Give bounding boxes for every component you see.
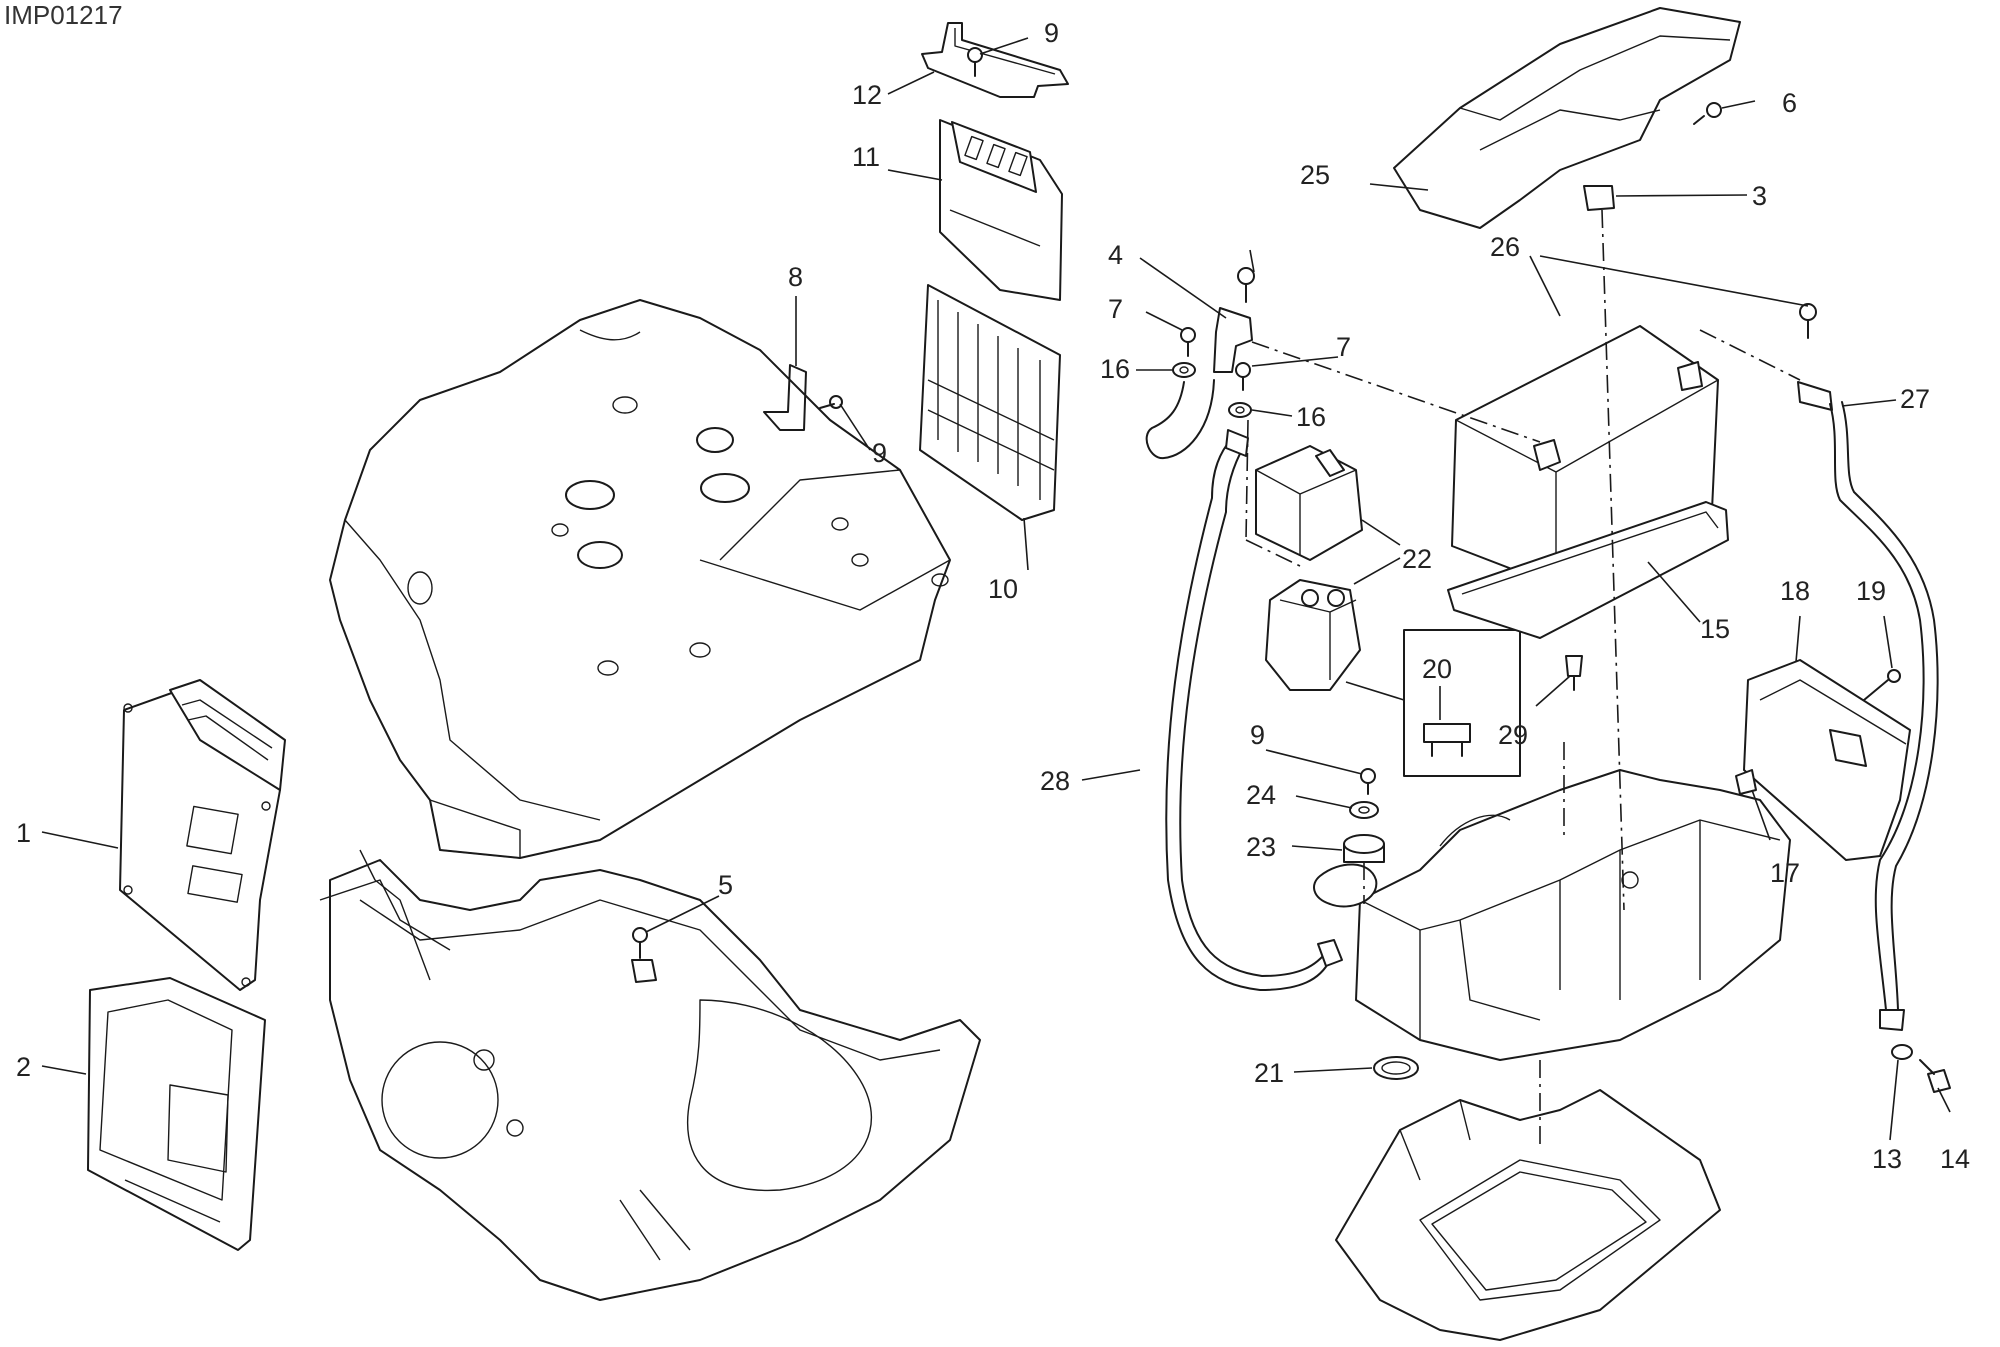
callout-26: 26 xyxy=(1490,232,1520,262)
callout-20: 20 xyxy=(1422,654,1452,684)
part-4-terminal-bracket xyxy=(1213,307,1253,373)
callout-27: 27 xyxy=(1900,384,1930,414)
callout-1: 1 xyxy=(16,818,31,848)
callout-9-clip: 9 xyxy=(872,438,887,468)
part-8-clip xyxy=(763,364,807,431)
callout-4: 4 xyxy=(1108,240,1123,270)
part-24-washer xyxy=(1349,801,1379,819)
part-20-fuse-box xyxy=(1345,629,1521,777)
drawing-code: IMP01217 xyxy=(4,0,123,30)
callout-15: 15 xyxy=(1700,614,1730,644)
callout-14: 14 xyxy=(1940,1144,1970,1174)
part-10-ecu-holder xyxy=(919,284,1061,521)
callout-22: 22 xyxy=(1402,544,1432,574)
callout-7-left: 7 xyxy=(1108,294,1123,324)
callout-labels: 1 2 3 4 5 6 7 7 8 9 9 9 10 11 12 13 14 1… xyxy=(16,18,1970,1174)
part-3-nut xyxy=(1583,185,1615,211)
part-15-battery-tray xyxy=(1447,501,1729,639)
callout-11: 11 xyxy=(852,142,880,172)
part-9-screw-mount xyxy=(1360,768,1376,795)
part-26-screw-left xyxy=(1237,267,1255,303)
callout-16-right: 16 xyxy=(1296,402,1326,432)
callout-9-top: 9 xyxy=(1044,18,1059,48)
callout-17: 17 xyxy=(1770,858,1800,888)
callout-28: 28 xyxy=(1040,766,1070,796)
callout-3: 3 xyxy=(1752,181,1767,211)
part-9-screw-clip xyxy=(819,395,843,409)
callout-6: 6 xyxy=(1782,88,1797,118)
callout-13: 13 xyxy=(1872,1144,1902,1174)
part-17-clip xyxy=(1735,769,1757,795)
part-14-bolt xyxy=(1919,1059,1951,1093)
callout-19: 19 xyxy=(1856,576,1886,606)
part-28-long-cable xyxy=(1165,429,1343,991)
short-ground-cable xyxy=(1145,379,1215,460)
callout-8: 8 xyxy=(788,262,803,292)
callout-9-mount: 9 xyxy=(1250,720,1265,750)
alignment-lines xyxy=(1245,209,1801,1150)
part-16-washer-left xyxy=(1172,362,1196,378)
battery-box xyxy=(1313,769,1791,1061)
callout-10: 10 xyxy=(988,574,1018,604)
callout-18: 18 xyxy=(1780,576,1810,606)
part-6-screw xyxy=(1693,102,1722,125)
part-5-screw xyxy=(631,927,657,983)
part-7-screw-left xyxy=(1180,327,1196,357)
callout-12: 12 xyxy=(852,80,882,110)
part-18-regulator xyxy=(1743,659,1911,861)
part-22-relay-cover xyxy=(1255,445,1363,561)
part-21-ring xyxy=(1373,1056,1419,1080)
starter-relay xyxy=(1265,579,1361,691)
part-16-washer-right xyxy=(1228,402,1252,418)
callout-21: 21 xyxy=(1254,1058,1284,1088)
part-27-battery-cable xyxy=(1797,381,1939,1031)
part-9-screw-top xyxy=(967,47,983,77)
part-29-fastener xyxy=(1565,655,1583,691)
callout-5: 5 xyxy=(718,870,733,900)
callout-2: 2 xyxy=(16,1052,31,1082)
part-23-grommet xyxy=(1343,834,1385,863)
part-19-screw xyxy=(1863,669,1901,701)
lower-airbox-frame xyxy=(319,849,981,1301)
part-26-screw-right xyxy=(1799,303,1817,339)
part-12-bracket xyxy=(921,22,1069,98)
callout-29: 29 xyxy=(1498,720,1528,750)
part-11-ecu-module xyxy=(939,119,1063,301)
leader-lines xyxy=(41,37,1951,1141)
callout-25: 25 xyxy=(1300,160,1330,190)
callout-7-right: 7 xyxy=(1336,332,1351,362)
callout-24: 24 xyxy=(1246,780,1276,810)
lower-battery-tray xyxy=(1335,1089,1721,1341)
callout-16-left: 16 xyxy=(1100,354,1130,384)
part-2-ecu-tray xyxy=(87,977,266,1251)
callout-23: 23 xyxy=(1246,832,1276,862)
part-13-washer xyxy=(1891,1044,1913,1060)
part-1-ecu xyxy=(119,679,286,991)
part-25-cover xyxy=(1393,7,1741,229)
upper-airbox-cover xyxy=(329,299,951,859)
part-7-screw-right xyxy=(1235,362,1251,391)
